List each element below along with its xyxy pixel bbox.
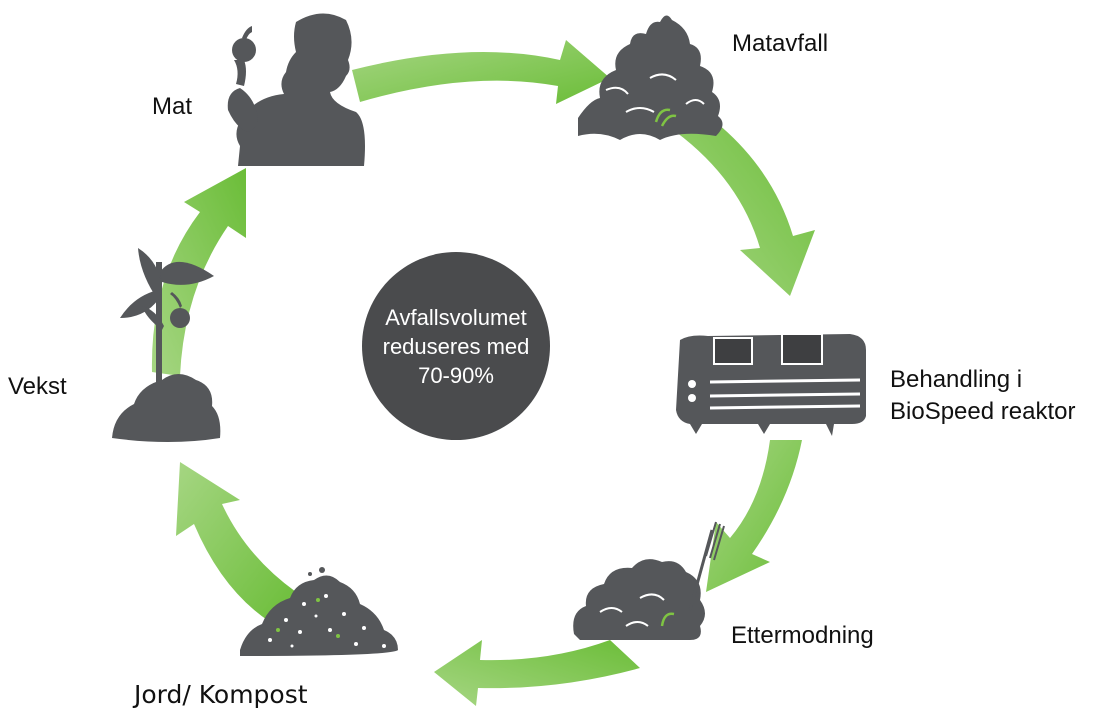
- arrow-behandling-to-ettermodning: [706, 440, 802, 592]
- arrow-jord-to-vekst: [176, 462, 296, 622]
- center-text-line-1: Avfallsvolumet: [385, 304, 527, 330]
- biospeed-reactor-icon: [676, 333, 866, 436]
- arrow-mat-to-matavfall: [352, 40, 610, 104]
- stage-label-ettermodning: Ettermodning: [731, 622, 874, 649]
- stage-label-vekst: Vekst: [8, 373, 67, 400]
- person-eating-apple-icon: [227, 13, 365, 167]
- arrow-matavfall-to-behandling: [676, 110, 815, 296]
- stage-label-jord-kompost: Jord/ Kompost: [134, 680, 308, 709]
- compost-heap-with-fork-icon: [573, 521, 725, 640]
- center-text-line-3: 70-90%: [418, 362, 494, 388]
- food-waste-pile-icon: [578, 15, 723, 141]
- center-volume-reduction-text: Avfallsvolumet reduseres med 70-90%: [362, 252, 550, 440]
- center-text-line-2: reduseres med: [382, 333, 530, 359]
- stage-label-behandling-line-2: BioSpeed reaktor: [890, 398, 1076, 425]
- stage-label-behandling: Behandling i BioSpeed reaktor: [890, 364, 1075, 428]
- stage-label-matavfall: Matavfall: [732, 30, 829, 57]
- center-circle: [362, 252, 550, 440]
- stage-label-behandling-line-1: Behandling i: [890, 366, 1023, 393]
- soil-compost-pile-icon: [240, 567, 398, 656]
- stage-label-mat: Mat: [152, 93, 193, 120]
- arrow-ettermodning-to-jord: [434, 640, 640, 706]
- apple-plant-seedling-icon: [112, 248, 221, 442]
